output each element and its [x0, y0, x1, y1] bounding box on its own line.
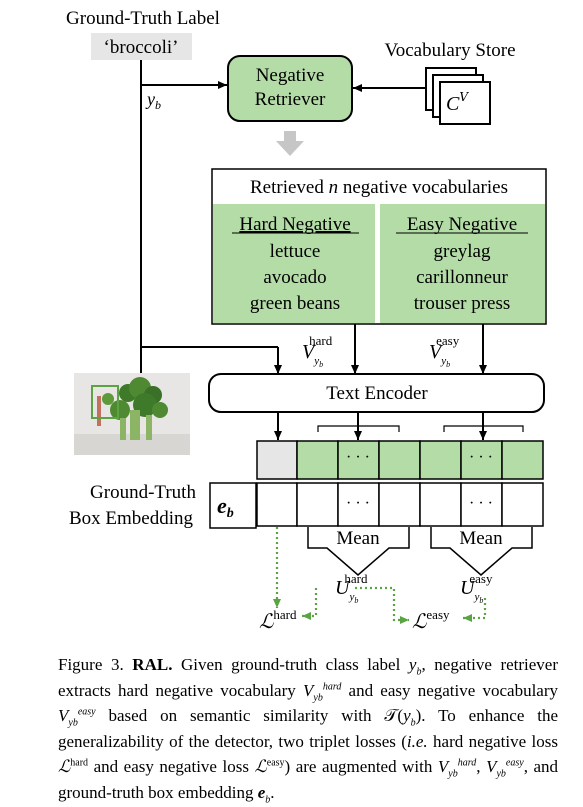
ral-figure: Ground-Truth Label ‘broccoli’ yb Negativ… [66, 8, 547, 633]
hard-item-3: green beans [250, 293, 340, 314]
dots-easy-bottom: · · · [469, 495, 493, 512]
hard-negative-panel [213, 204, 375, 323]
hard-item-1: lettuce [270, 241, 321, 262]
text-encoder-box [208, 373, 545, 413]
v-easy-label: Vybeasy [429, 333, 460, 369]
hard-negative-header: Hard Negative [239, 214, 350, 235]
mean-label-easy: Mean [459, 528, 503, 549]
e-b-symbol: eb [217, 493, 234, 521]
gt-label-title: Ground-Truth Label [66, 8, 220, 29]
retrieved-vocab-title: Retrieved n negative vocabularies [250, 177, 508, 198]
dots-hard-top: · · · [346, 449, 370, 466]
retriever-label-1: Negative [256, 65, 325, 86]
v-hard-label: Vybhard [302, 333, 333, 369]
box-embedding-label-1: Ground-Truth [90, 482, 196, 503]
dots-easy-top: · · · [469, 449, 493, 466]
negative-retriever-box [227, 55, 353, 122]
hard-item-2: avocado [263, 267, 326, 288]
text-encoder-label: Text Encoder [326, 383, 428, 404]
figure-caption: Figure 3. RAL. Given ground-truth class … [58, 655, 559, 805]
text-embedding-row [256, 440, 544, 480]
loss-arrows [273, 527, 487, 624]
broccoli-image [74, 373, 190, 455]
gt-label-box [91, 33, 192, 60]
down-arrow-icon [276, 131, 304, 156]
retriever-label-2: Retriever [255, 89, 326, 110]
box-embedding-label-2: Box Embedding [69, 508, 194, 529]
u-easy-label: Uybeasy [460, 571, 493, 605]
mean-arrow-easy [430, 527, 533, 576]
easy-item-1: greylag [434, 241, 491, 262]
vocab-store-stack [425, 67, 491, 125]
easy-item-3: trouser press [414, 293, 511, 314]
gt-label-value: ‘broccoli’ [104, 37, 179, 58]
dots-hard-bottom: · · · [346, 495, 370, 512]
loss-easy-label: ℒeasy [412, 607, 450, 633]
box-embedding-row [256, 482, 544, 527]
easy-negative-panel [380, 204, 545, 323]
mean-label-hard: Mean [336, 528, 380, 549]
mean-arrow-hard [307, 527, 410, 576]
e-b-box [209, 482, 257, 529]
y-b-symbol: yb [145, 89, 161, 112]
loss-hard-label: ℒhard [259, 607, 297, 633]
u-hard-label: Uybhard [335, 571, 368, 605]
easy-item-2: carillonneur [416, 267, 508, 288]
vocab-store-title: Vocabulary Store [384, 40, 515, 61]
vocab-store-symbol: CV [446, 90, 469, 115]
easy-negative-header: Easy Negative [407, 214, 517, 235]
